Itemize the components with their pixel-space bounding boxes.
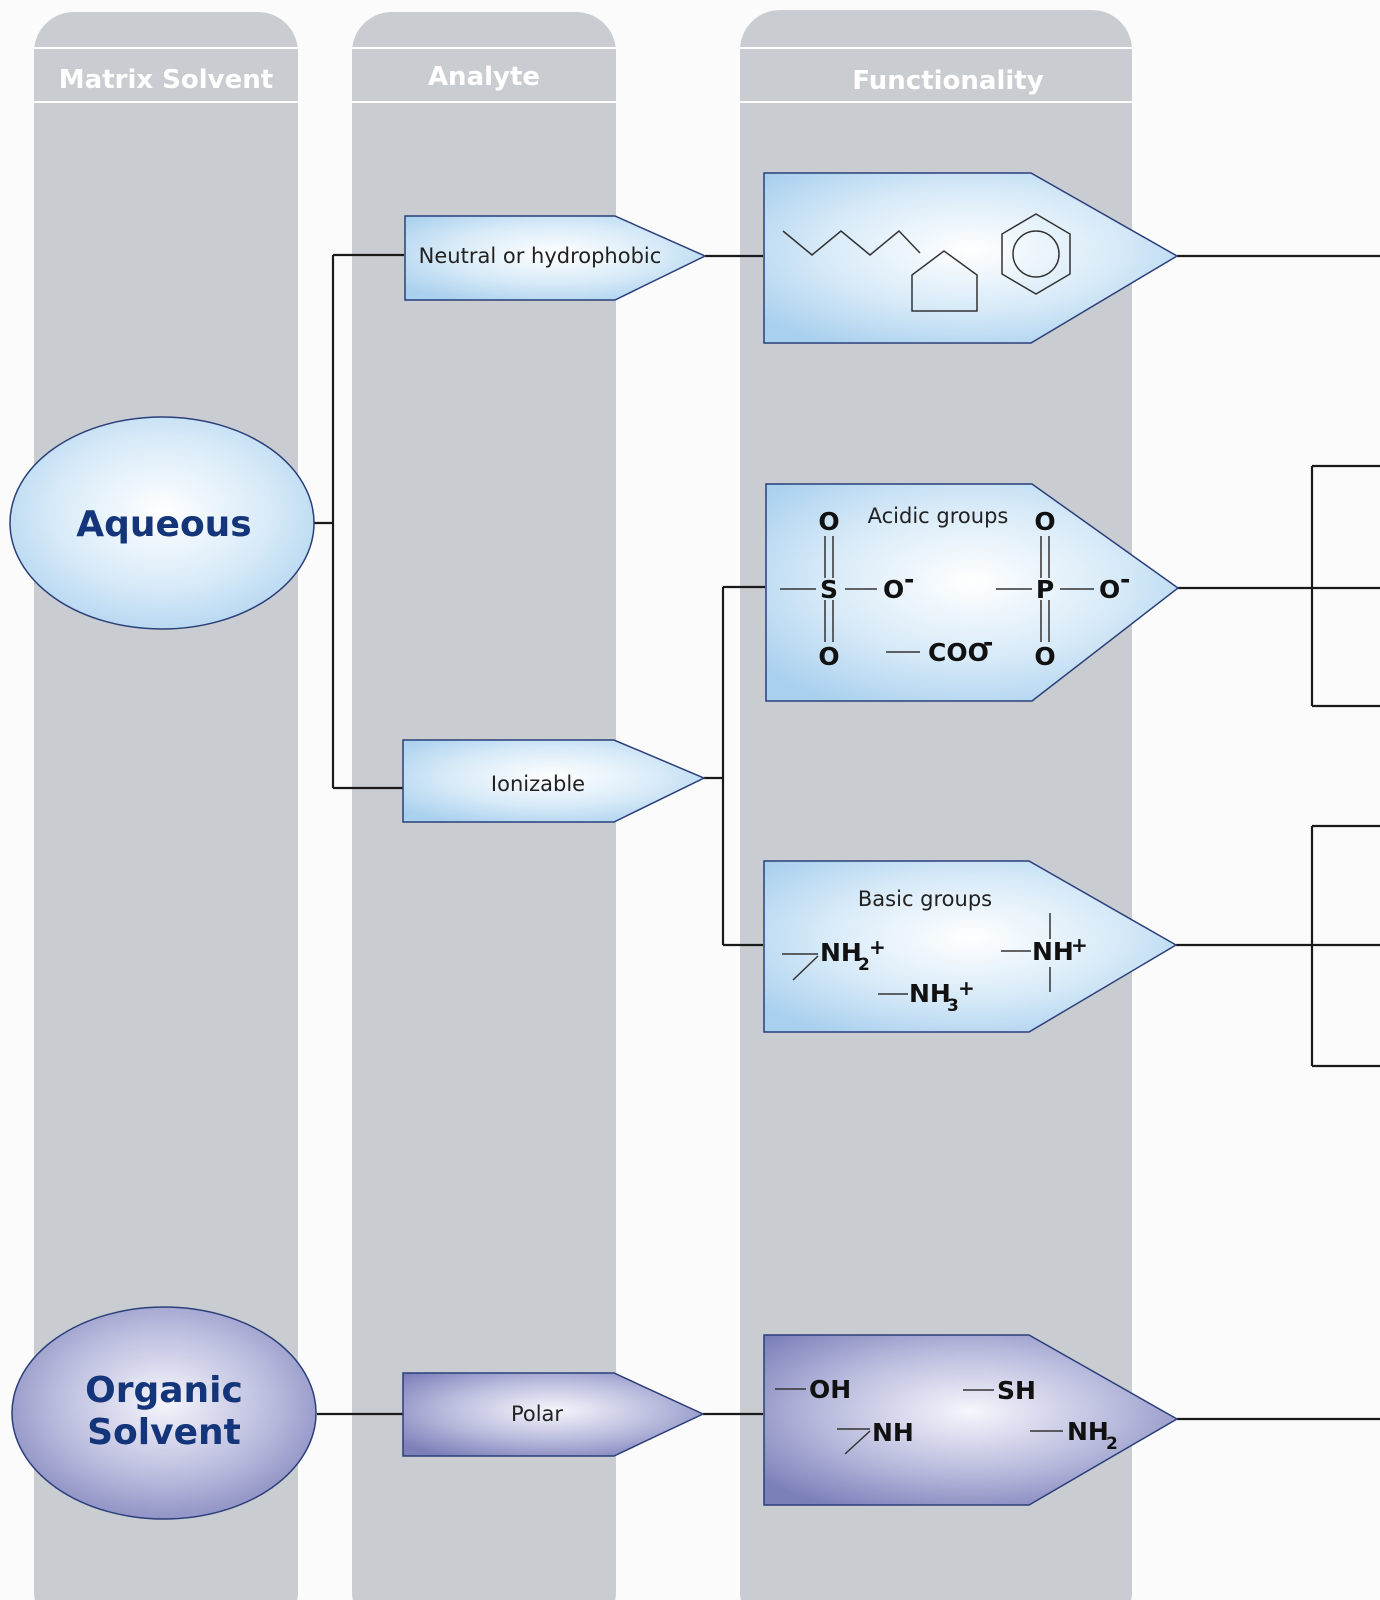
hydroxyl-label: OH xyxy=(809,1375,851,1404)
tertiary-ammonium-nh: NH xyxy=(1032,937,1074,966)
ionizable-label: Ionizable xyxy=(491,772,585,796)
functionality-polar: OH SH NH NH 2 xyxy=(763,1334,1179,1506)
secondary-ammonium-nh: NH xyxy=(820,938,862,967)
node-organic-solvent: Organic Solvent xyxy=(11,1306,317,1520)
carboxylate-charge: - xyxy=(983,628,993,657)
carboxylate-label: COO xyxy=(928,638,989,667)
phosphate-charge: - xyxy=(1120,565,1130,594)
thiol-label: SH xyxy=(997,1376,1036,1405)
sulfonate-o-bottom: O xyxy=(818,642,839,671)
header-functionality: Functionality xyxy=(852,66,1043,96)
secondary-ammonium-plus: + xyxy=(869,935,886,959)
node-aqueous: Aqueous xyxy=(9,416,315,630)
organic-label-line2: Solvent xyxy=(87,1412,241,1453)
header-analyte: Analyte xyxy=(428,62,540,92)
amine-nh2-sub: 2 xyxy=(1106,1434,1118,1454)
lane-functionality: Functionality xyxy=(740,10,1132,1600)
sulfur-atom: S xyxy=(820,575,838,604)
cyclopentane-icon xyxy=(911,250,978,312)
tertiary-ammonium-plus: + xyxy=(1071,933,1088,957)
analyte-polar: Polar xyxy=(402,1372,705,1457)
sulfonate-o-minus: O xyxy=(883,575,904,604)
alkyl-chain-icon xyxy=(782,229,921,256)
basic-title: Basic groups xyxy=(858,887,992,911)
amine-nh-label: NH xyxy=(872,1418,914,1447)
amine-nh2-label: NH xyxy=(1067,1417,1109,1446)
organic-label-line1: Organic xyxy=(85,1370,243,1411)
functionality-acidic: Acidic groups O S O - O COO - O P O - O xyxy=(765,483,1180,702)
phosphate-o-minus: O xyxy=(1099,575,1120,604)
functionality-basic: Basic groups NH 2 + NH 3 + NH + xyxy=(763,860,1178,1033)
acidic-title: Acidic groups xyxy=(868,504,1009,528)
primary-ammonium-sub: 3 xyxy=(947,996,959,1016)
lane-matrix-solvent: Matrix Solvent xyxy=(34,12,298,1600)
sulfonate-charge: - xyxy=(904,565,914,594)
functionality-hydrophobic xyxy=(763,172,1179,344)
primary-ammonium-nh: NH xyxy=(909,979,951,1008)
secondary-ammonium-sub: 2 xyxy=(858,955,870,975)
neutral-label: Neutral or hydrophobic xyxy=(419,244,662,268)
analyte-neutral: Neutral or hydrophobic xyxy=(404,215,707,301)
phosphate-o-top: O xyxy=(1034,507,1055,536)
phosphorus-atom: P xyxy=(1036,575,1054,604)
primary-ammonium-plus: + xyxy=(958,976,975,1000)
benzene-icon xyxy=(1001,213,1071,295)
aqueous-label: Aqueous xyxy=(76,504,251,545)
sulfonate-o-top: O xyxy=(818,507,839,536)
analyte-ionizable: Ionizable xyxy=(402,739,706,823)
connectors xyxy=(314,253,1380,1421)
polar-label: Polar xyxy=(511,1402,563,1426)
phosphate-o-bottom: O xyxy=(1034,642,1055,671)
header-matrix-solvent: Matrix Solvent xyxy=(59,65,273,95)
